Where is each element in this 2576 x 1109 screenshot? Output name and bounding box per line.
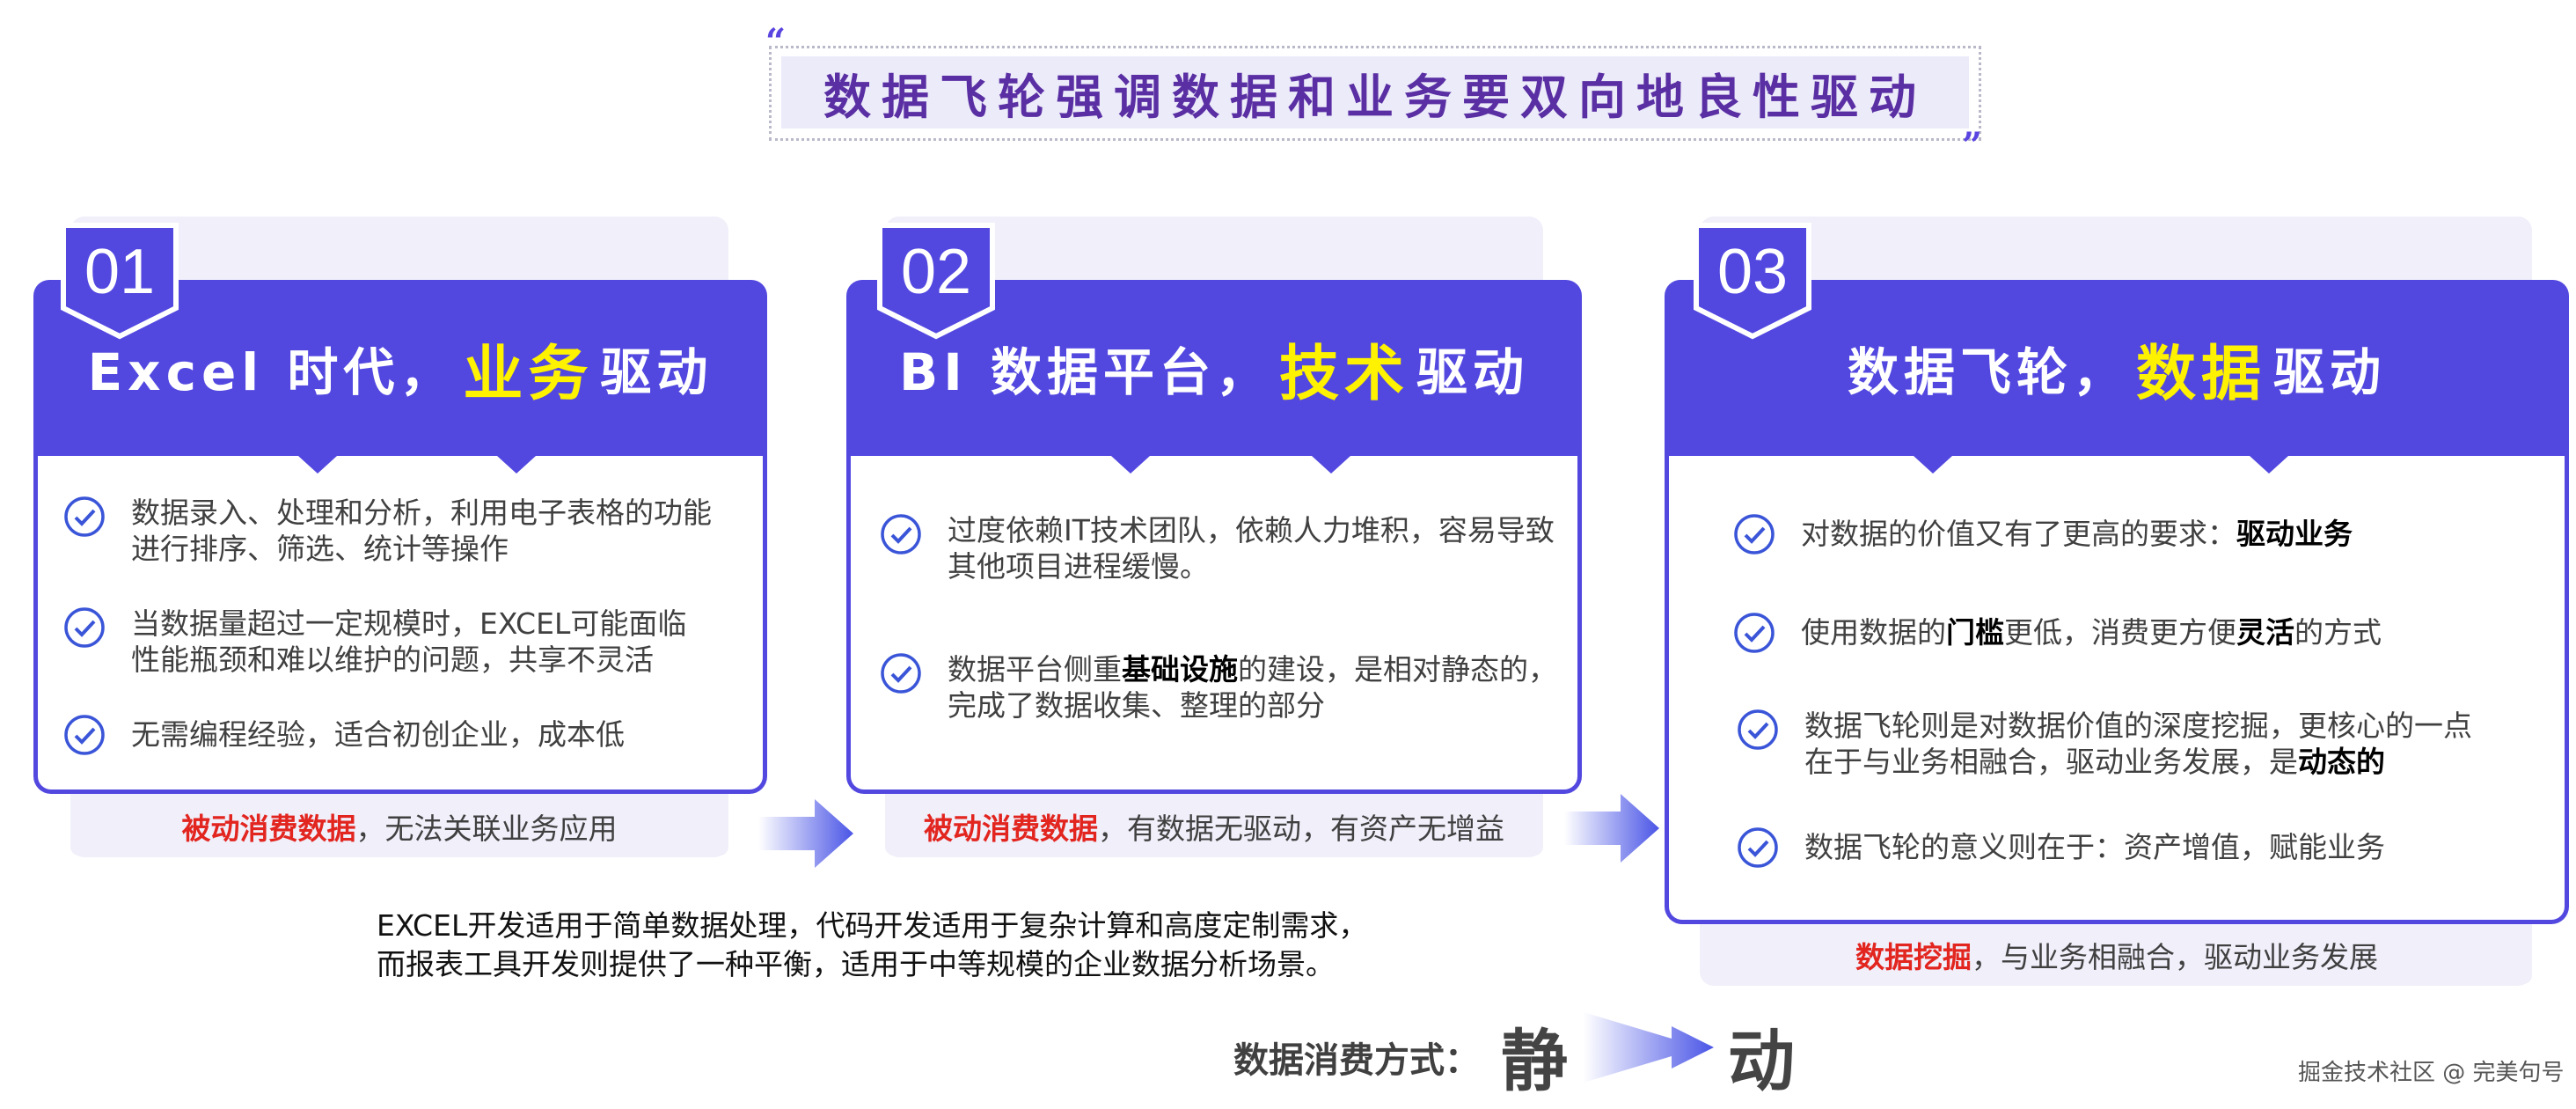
- check-icon: [64, 607, 105, 648]
- consumption-label: 数据消费方式：: [1233, 1040, 1480, 1081]
- card-3-item-2: 使用数据的门槛更低，消费更方便灵活的方式: [1732, 611, 2382, 655]
- card-2-footer: 被动消费数据，有数据无驱动，有资产无增益: [885, 797, 1543, 856]
- card-2-notch-left: [1111, 456, 1150, 474]
- check-icon: [1738, 827, 1778, 868]
- card-3-body: 对数据的价值又有了更高的要求：驱动业务 使用数据的门槛更低，消费更方便灵活的方式…: [1665, 456, 2569, 924]
- card-1-title-pre: Excel 时代，: [87, 342, 457, 402]
- card-3-footer: 数据挖掘，与业务相融合，驱动业务发展: [1701, 926, 2532, 984]
- card-1-number: 01: [84, 237, 156, 307]
- card-2-item-1: 过度依赖IT技术团队，依赖人力堆积，容易导致其他项目进程缓慢。: [879, 512, 1555, 584]
- check-icon: [64, 496, 105, 537]
- card-3-notch-left: [1914, 456, 1952, 474]
- card-3-item-4: 数据飞轮的意义则在于：资产增值，赋能业务: [1736, 826, 2385, 870]
- card-3-item-1: 对数据的价值又有了更高的要求：驱动业务: [1732, 512, 2353, 556]
- card-2-body: 过度依赖IT技术团队，依赖人力堆积，容易导致其他项目进程缓慢。 数据平台侧重基础…: [846, 456, 1582, 794]
- static-to-dynamic-arrow-icon: [1584, 1012, 1714, 1083]
- card-3-item-3: 数据飞轮则是对数据价值的深度挖掘，更核心的一点在于与业务相融合，驱动业务发展，是…: [1736, 708, 2472, 780]
- arrow-right-icon: [1564, 794, 1659, 863]
- close-quote-icon: ”: [1962, 125, 1983, 166]
- card-2-notch-right: [1312, 456, 1350, 474]
- card-2-title-pre: BI 数据平台，: [898, 342, 1272, 402]
- card-1-number-badge: 01: [58, 220, 181, 343]
- check-icon: [881, 514, 921, 554]
- card-3-title-highlight: 数据: [2135, 339, 2266, 409]
- card-2-number: 02: [900, 237, 972, 307]
- card-2-title-highlight: 技术: [1278, 339, 1409, 409]
- check-icon: [881, 653, 921, 694]
- consumption-from: 静: [1501, 1022, 1568, 1100]
- card-1-notch-right: [497, 456, 536, 474]
- card-1-title-post: 驱动: [600, 342, 714, 402]
- check-icon: [1738, 709, 1778, 750]
- card-1-notch-left: [298, 456, 337, 474]
- card-3-header: 数据飞轮，数据驱动: [1665, 280, 2569, 456]
- card-3-number: 03: [1716, 237, 1789, 307]
- card-2-number-badge: 02: [875, 220, 998, 343]
- card-1-footer: 被动消费数据，无法关联业务应用: [70, 797, 728, 856]
- check-icon: [1734, 613, 1775, 653]
- card-1-body: 数据录入、处理和分析，利用电子表格的功能进行排序、筛选、统计等操作 当数据量超过…: [33, 456, 767, 794]
- headline-title: 数据飞轮强调数据和业务要双向地良性驱动: [781, 56, 1969, 129]
- consumption-to: 动: [1728, 1022, 1795, 1100]
- card-2-title-post: 驱动: [1416, 342, 1529, 402]
- comparison-note: EXCEL开发适用于简单数据处理，代码开发适用于复杂计算和高度定制需求， 而报表…: [377, 908, 1368, 981]
- check-icon: [1734, 514, 1775, 554]
- arrow-right-icon: [758, 799, 853, 868]
- card-3-title-pre: 数据飞轮，: [1847, 342, 2129, 402]
- card-3-notch-right: [2250, 456, 2288, 474]
- card-1-item-1: 数据录入、处理和分析，利用电子表格的功能进行排序、筛选、统计等操作: [62, 495, 712, 567]
- card-1-item-3: 无需编程经验，适合初创企业，成本低: [62, 713, 625, 757]
- watermark: 掘金技术社区 @ 完美句号: [2298, 1060, 2565, 1086]
- card-2-item-2: 数据平台侧重基础设施的建设，是相对静态的，完成了数据收集、整理的部分: [879, 651, 1557, 723]
- check-icon: [64, 715, 105, 755]
- open-quote-icon: “: [765, 21, 787, 62]
- card-3-number-badge: 03: [1691, 220, 1814, 343]
- card-1-title-highlight: 业务: [463, 339, 594, 409]
- headline-frame: [769, 46, 1981, 141]
- card-3-title-post: 驱动: [2273, 342, 2387, 402]
- card-1-item-2: 当数据量超过一定规模时，EXCEL可能面临性能瓶颈和难以维护的问题，共享不灵活: [62, 606, 686, 678]
